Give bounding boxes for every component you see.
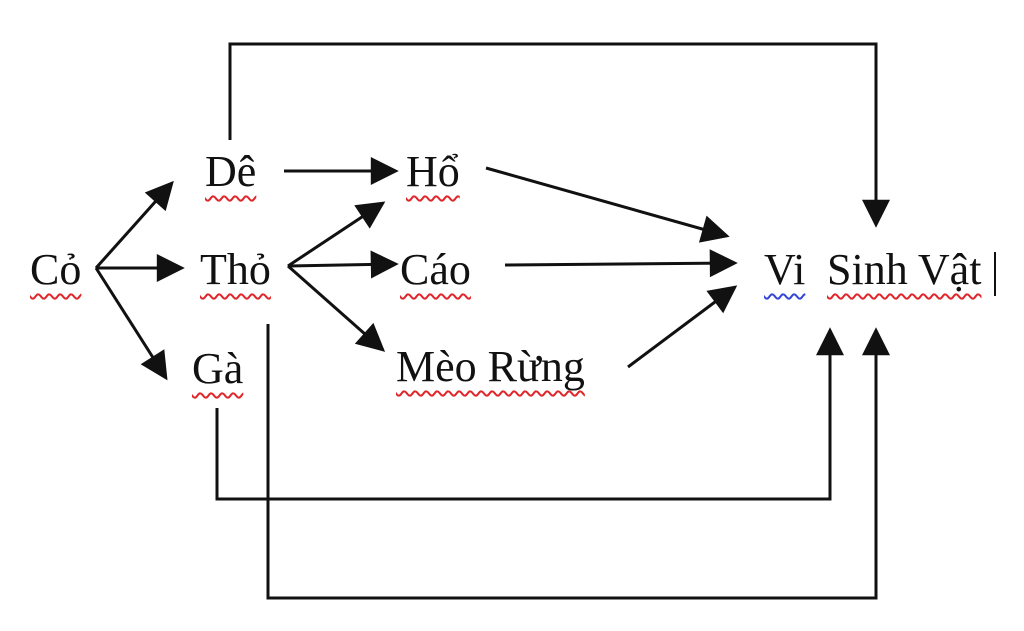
edge-cao-vsv xyxy=(504,249,738,278)
node-ho: Hổ xyxy=(406,147,460,196)
edge-co-de xyxy=(94,180,174,269)
text-cursor xyxy=(994,252,996,296)
edge-co-ga xyxy=(94,267,168,381)
edge-tho-cao xyxy=(287,250,399,279)
node-tho: Thỏ xyxy=(200,245,271,294)
edge-tho-vsv xyxy=(266,324,890,600)
node-de: Dê xyxy=(205,147,257,196)
edge-ga-vsv xyxy=(215,327,844,501)
node-sinh-vat: Sinh Vật xyxy=(827,245,982,294)
node-co: Cỏ xyxy=(30,245,82,294)
node-cao: Cáo xyxy=(400,245,471,294)
edge-meo-vsv xyxy=(627,285,738,369)
node-meo-rung: Mèo Rừng xyxy=(396,342,585,391)
edge-ho-vsv xyxy=(485,166,730,243)
node-vi: Vi xyxy=(764,245,806,294)
node-ga: Gà xyxy=(192,344,244,393)
edge-tho-ho xyxy=(287,201,386,268)
edge-tho-meo xyxy=(287,264,386,352)
edge-de-vsv xyxy=(228,42,890,228)
